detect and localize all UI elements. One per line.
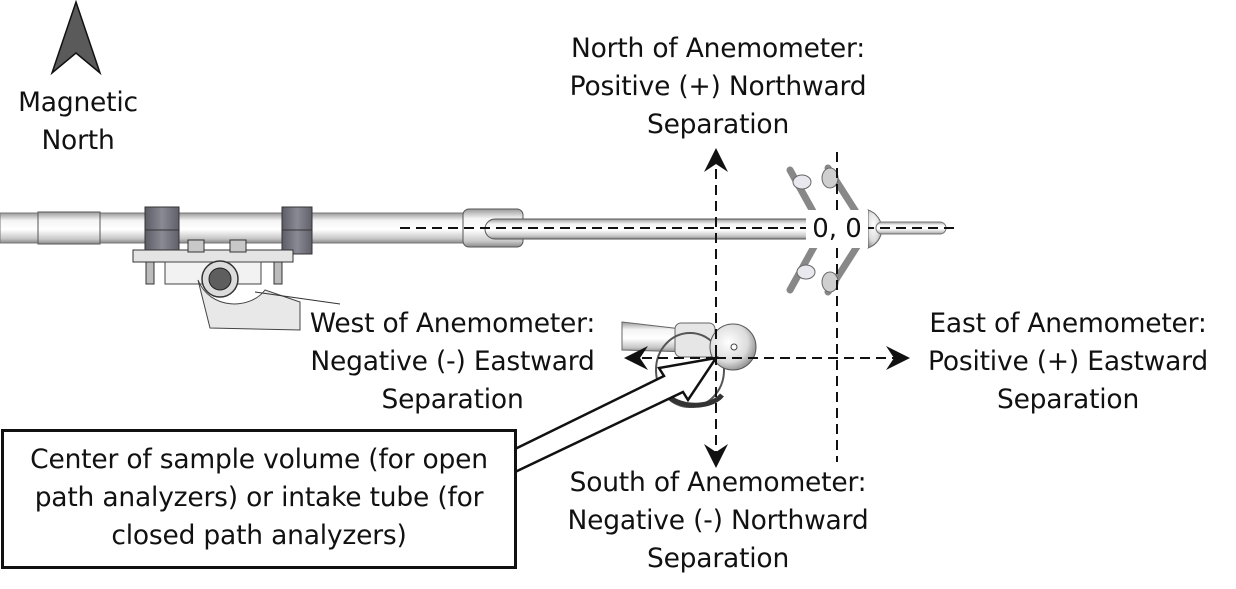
mounting-clamp bbox=[132, 206, 341, 331]
callout-pointer-arrow bbox=[513, 356, 719, 474]
compass-label: Magnetic North bbox=[0, 84, 156, 160]
label-line: Negative (-) Northward bbox=[567, 505, 869, 536]
label-line: Separation bbox=[381, 384, 524, 415]
label-line: Positive (+) Eastward bbox=[927, 346, 1209, 377]
north-direction-label: North of Anemometer: Positive (+) Northw… bbox=[538, 30, 898, 144]
callout-line: closed path analyzers) bbox=[111, 520, 407, 551]
origin-label: 0, 0 bbox=[806, 210, 868, 248]
sonic-anemometer bbox=[462, 164, 947, 296]
label-line: West of Anemometer: bbox=[309, 308, 596, 339]
callout-text: Center of sample volume (for open path a… bbox=[4, 432, 514, 555]
label-line: North of Anemometer: bbox=[571, 33, 865, 64]
west-direction-label: West of Anemometer: Negative (-) Eastwar… bbox=[280, 305, 625, 419]
label-line: South of Anemometer: bbox=[569, 467, 867, 498]
north-arrow-icon bbox=[50, 0, 102, 76]
south-direction-label: South of Anemometer: Negative (-) Northw… bbox=[538, 464, 898, 578]
east-direction-label: East of Anemometer: Positive (+) Eastwar… bbox=[900, 305, 1236, 419]
label-line: Separation bbox=[996, 384, 1140, 415]
label-line: East of Anemometer: bbox=[929, 308, 1207, 339]
compass-label-line: North bbox=[41, 125, 115, 156]
label-line: Separation bbox=[646, 109, 790, 140]
label-line: Negative (-) Eastward bbox=[310, 346, 595, 377]
label-line: Positive (+) Northward bbox=[569, 71, 867, 102]
sample-volume-callout: Center of sample volume (for open path a… bbox=[1, 429, 517, 569]
mounting-boom bbox=[0, 211, 471, 245]
compass-label-line: Magnetic bbox=[18, 87, 138, 118]
callout-line: path analyzers) or intake tube (for bbox=[34, 482, 484, 513]
callout-line: Center of sample volume (for open bbox=[30, 444, 488, 475]
label-line: Separation bbox=[646, 543, 790, 574]
